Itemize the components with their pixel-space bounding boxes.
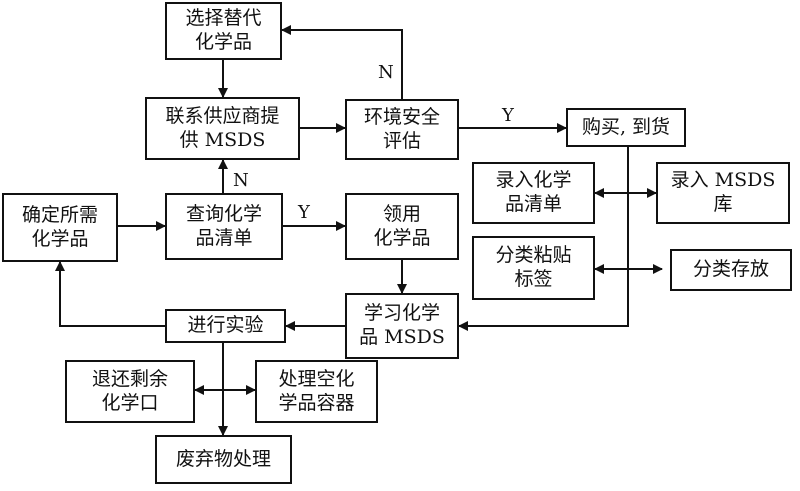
node-enter-list: 录入化学 品清单 [472, 162, 595, 224]
node-purchase: 购买, 到货 [566, 108, 686, 147]
edge-label-n-query: N [233, 170, 249, 191]
node-empty-container-text: 处理空化 学品容器 [278, 367, 355, 414]
arrow-purchase-to-learn [458, 147, 629, 331]
node-empty-container: 处理空化 学品容器 [255, 360, 378, 423]
node-return-rest-text: 退还剩余 化学口 [91, 367, 168, 414]
node-enter-msds-text: 录入 MSDS 库 [670, 169, 776, 215]
node-env-safety-text: 环境安全 评估 [363, 105, 440, 152]
node-receive-text: 领用 化学品 [373, 202, 431, 249]
node-sort-store-text: 分类存放 [692, 258, 769, 281]
node-query-list-text: 查询化学 品清单 [185, 202, 262, 249]
node-experiment: 进行实验 [165, 309, 286, 343]
node-experiment-text: 进行实验 [187, 314, 264, 337]
node-waste-text: 废弃物处理 [175, 447, 271, 470]
node-contact-supplier-text: 联系供应商提 供 MSDS [165, 104, 280, 151]
node-env-safety: 环境安全 评估 [345, 99, 459, 160]
arrow-env-to-select [281, 25, 403, 99]
node-select-alternative-text: 选择替代 化学品 [185, 7, 262, 53]
node-select-alternative: 选择替代 化学品 [165, 2, 282, 60]
node-label-sort-text: 分类粘贴 标签 [495, 244, 572, 290]
node-determine: 确定所需 化学品 [2, 193, 118, 262]
arrow-experiment-to-determine [55, 261, 165, 327]
node-enter-list-text: 录入化学 品清单 [495, 169, 572, 215]
node-receive: 领用 化学品 [345, 193, 459, 260]
node-determine-text: 确定所需 化学品 [21, 203, 98, 250]
node-learn-msds: 学习化学 品 MSDS [345, 293, 459, 359]
node-learn-msds-text: 学习化学 品 MSDS [359, 302, 445, 348]
node-return-rest: 退还剩余 化学口 [65, 360, 195, 423]
node-sort-store: 分类存放 [670, 249, 792, 291]
node-enter-msds: 录入 MSDS 库 [656, 162, 790, 224]
edge-label-y-env: Y [502, 105, 514, 126]
edge-label-y-query: Y [298, 202, 310, 223]
node-purchase-text: 购买, 到货 [581, 115, 671, 138]
node-contact-supplier: 联系供应商提 供 MSDS [145, 97, 300, 160]
node-label-sort: 分类粘贴 标签 [472, 236, 595, 300]
edge-label-n-env: N [378, 62, 394, 83]
node-query-list: 查询化学 品清单 [165, 193, 283, 260]
node-waste: 废弃物处理 [155, 435, 292, 484]
